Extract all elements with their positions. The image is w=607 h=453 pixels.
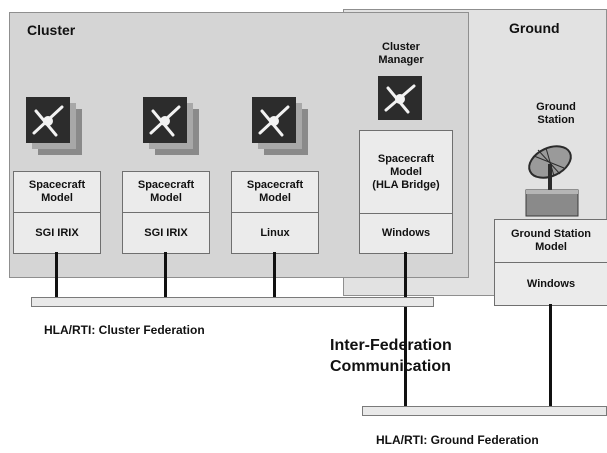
ground-region-label: Ground bbox=[509, 20, 560, 36]
cluster-manager-label: Cluster Manager bbox=[378, 41, 424, 66]
spacecraft-icon bbox=[378, 76, 422, 120]
spacecraft-icon bbox=[26, 97, 82, 155]
connector-line bbox=[404, 252, 407, 412]
connector-line bbox=[273, 252, 276, 299]
node-platform-label: SGI IRIX bbox=[35, 226, 79, 239]
connector-line bbox=[55, 252, 58, 299]
ground-federation-bus bbox=[362, 406, 607, 416]
ground-station-label: Ground Station bbox=[536, 101, 576, 126]
cluster-region-label: Cluster bbox=[27, 22, 76, 38]
spacecraft-icon bbox=[252, 97, 308, 155]
cluster-manager-node: Spacecraft Model (HLA Bridge) Windows bbox=[359, 130, 453, 254]
ground-station-model-label: Ground Station Model bbox=[495, 220, 607, 263]
cluster-federation-caption: HLA/RTI: Cluster Federation bbox=[44, 323, 205, 337]
node-model-label: Spacecraft Model (HLA Bridge) bbox=[360, 131, 452, 214]
satellite-dish-icon bbox=[525, 145, 579, 217]
ground-federation-caption: HLA/RTI: Ground Federation bbox=[376, 433, 539, 447]
node-platform-label: Linux bbox=[260, 226, 290, 239]
node-model-label: Spacecraft Model bbox=[14, 172, 100, 213]
connector-line bbox=[549, 304, 552, 412]
spacecraft-icon bbox=[143, 97, 199, 155]
node-platform-label: SGI IRIX bbox=[144, 226, 188, 239]
spacecraft-node-2: Spacecraft Model SGI IRIX bbox=[122, 171, 210, 254]
spacecraft-node-1: Spacecraft Model SGI IRIX bbox=[13, 171, 101, 254]
ground-station-platform-label: Windows bbox=[526, 277, 576, 290]
cluster-federation-bus bbox=[31, 297, 434, 307]
node-model-label: Spacecraft Model bbox=[123, 172, 209, 213]
ground-station-node: Ground Station Model Windows bbox=[494, 219, 607, 306]
connector-line bbox=[164, 252, 167, 299]
node-model-label: Spacecraft Model bbox=[232, 172, 318, 213]
spacecraft-node-3: Spacecraft Model Linux bbox=[231, 171, 319, 254]
inter-federation-caption: Inter-Federation Communication bbox=[330, 337, 452, 375]
node-platform-label: Windows bbox=[381, 227, 431, 239]
